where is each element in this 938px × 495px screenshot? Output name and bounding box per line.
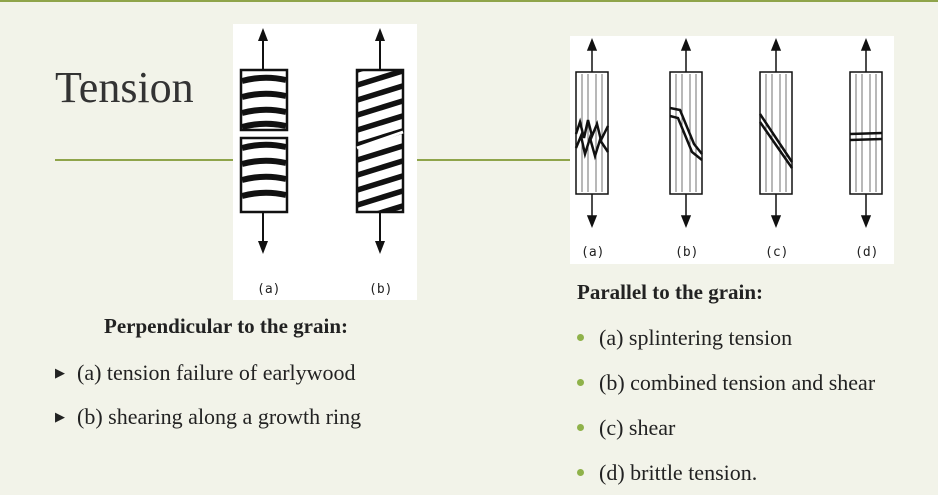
figure-caption-d: (d) xyxy=(855,245,878,260)
list-item-text: (a) tension failure of earlywood xyxy=(77,360,356,385)
figure-caption-b: (b) xyxy=(675,245,698,260)
specimen-a xyxy=(574,37,610,229)
title-divider-middle xyxy=(417,159,570,161)
perpendicular-heading: Perpendicular to the grain: xyxy=(104,314,349,338)
title-divider-left xyxy=(55,159,233,161)
dot-bullet-icon xyxy=(577,334,584,341)
parallel-failure-figure: (a) (b) (c) (d) xyxy=(570,36,894,264)
specimen-b xyxy=(669,37,703,229)
tension-arrow-up-icon xyxy=(375,28,385,70)
parallel-list: (a) splintering tension (b) combined ten… xyxy=(577,315,875,495)
specimen-c xyxy=(758,37,794,229)
figure-caption-a: (a) xyxy=(257,282,280,297)
list-item-text: (c) shear xyxy=(599,414,676,440)
specimen-b xyxy=(355,28,405,254)
triangle-bullet-icon: ▶ xyxy=(55,365,65,380)
tension-arrow-up-icon xyxy=(258,28,268,70)
perpendicular-list: ▶ (a) tension failure of earlywood ▶ (b)… xyxy=(55,351,361,439)
specimen-d xyxy=(849,37,883,229)
dot-bullet-icon xyxy=(577,424,584,431)
specimen-a xyxy=(239,28,289,254)
top-accent-rule xyxy=(0,0,938,2)
list-item: ▶ (b) shearing along a growth ring xyxy=(55,395,361,439)
dot-bullet-icon xyxy=(577,379,584,386)
tension-arrow-down-icon xyxy=(258,212,268,254)
list-item-text: (d) brittle tension. xyxy=(599,459,758,485)
triangle-bullet-icon: ▶ xyxy=(55,409,65,424)
tension-arrow-down-icon xyxy=(375,212,385,254)
figure-caption-c: (c) xyxy=(765,245,788,260)
dot-bullet-icon xyxy=(577,469,584,476)
list-item: (d) brittle tension. xyxy=(577,450,875,495)
figure-caption-b: (b) xyxy=(369,282,392,297)
list-item-text: (a) splintering tension xyxy=(599,324,793,350)
list-item-text: (b) combined tension and shear xyxy=(599,369,876,395)
figure-caption-a: (a) xyxy=(581,245,604,260)
parallel-heading: Parallel to the grain: xyxy=(577,280,764,304)
slide-title: Tension xyxy=(55,63,194,112)
perpendicular-failure-figure: (a) (b) xyxy=(233,24,417,300)
list-item-text: (b) shearing along a growth ring xyxy=(77,404,362,429)
list-item: (a) splintering tension xyxy=(577,315,875,360)
list-item: (c) shear xyxy=(577,405,875,450)
list-item: ▶ (a) tension failure of earlywood xyxy=(55,351,361,395)
list-item: (b) combined tension and shear xyxy=(577,360,875,405)
